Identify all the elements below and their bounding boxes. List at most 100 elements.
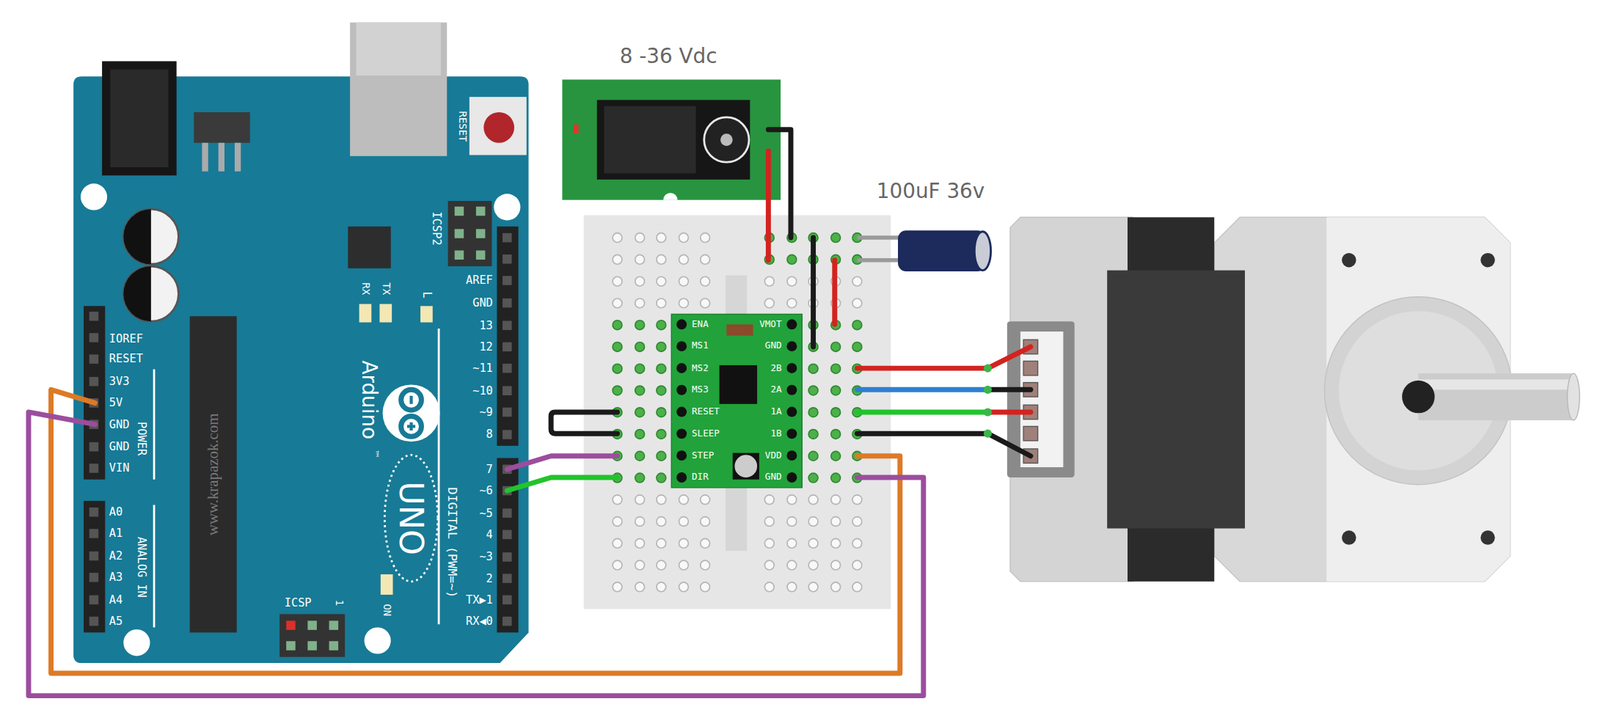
pin-label: ~6	[479, 484, 493, 496]
motor-stator	[1107, 270, 1245, 529]
breadboard-hole	[808, 582, 818, 593]
motor-wire-blue	[856, 387, 988, 393]
breadboard-hole	[635, 385, 645, 396]
power-header	[83, 305, 105, 480]
breadboard-hole	[808, 429, 818, 440]
breadboard-hole	[612, 538, 623, 549]
header-pin	[286, 641, 296, 651]
breadboard-hole	[787, 495, 797, 505]
capacitor-lead	[856, 258, 902, 263]
led-label: L	[421, 291, 433, 298]
header-label: ICSP2	[431, 212, 443, 246]
pin-label: ~5	[479, 507, 493, 519]
header-pin	[307, 641, 317, 651]
pin-label: 7	[486, 463, 493, 475]
motor-mount-hole	[1480, 530, 1495, 545]
icsp2-header	[448, 201, 493, 267]
header-pin	[502, 407, 513, 418]
pin-label: DIR	[691, 473, 709, 483]
driver-pin	[676, 428, 687, 439]
pin-label: 1A	[770, 407, 782, 417]
header-pin	[329, 620, 339, 631]
breadboard-hole	[679, 276, 689, 287]
pin-label: 5V	[109, 397, 123, 409]
l-led	[420, 305, 433, 323]
watermark: www.krapazok.com	[205, 413, 221, 536]
trimmer-knob	[734, 454, 758, 478]
header-pin	[329, 641, 339, 651]
breadboard-hole	[700, 254, 711, 265]
breadboard-hole	[764, 298, 774, 309]
header-pin	[502, 595, 513, 606]
header-pin	[476, 250, 486, 260]
driver-pin	[786, 319, 797, 330]
breadboard-hole	[635, 254, 645, 265]
on-led	[380, 574, 394, 595]
breadboard-hole	[656, 517, 667, 527]
driver-pin	[786, 472, 797, 483]
driver-pin	[676, 385, 687, 396]
breadboard-hole	[679, 582, 689, 593]
digital-header	[496, 458, 518, 634]
breadboard-hole	[808, 538, 818, 549]
driver-pin	[676, 450, 687, 461]
trademark: ™	[369, 449, 380, 460]
driver-pin	[676, 319, 687, 330]
capacitor: 100uF 36v	[897, 230, 986, 272]
silkscreen-line	[153, 505, 156, 628]
breadboard-hole	[831, 407, 841, 418]
driver-pin	[786, 450, 797, 461]
barrel-jack	[597, 99, 751, 180]
capacitor-lead	[856, 235, 902, 240]
breadboard-hole	[612, 254, 623, 265]
breadboard-hole	[635, 363, 645, 374]
pin-label: VMOT	[759, 319, 782, 330]
icsp-header	[279, 614, 345, 657]
pin-label: RESET	[691, 407, 720, 417]
power-board	[561, 79, 781, 200]
logo-ring	[401, 416, 422, 438]
header-pin	[89, 354, 100, 364]
jumper-wire	[51, 389, 901, 674]
header-pins	[89, 206, 513, 651]
pin-label: MS2	[691, 363, 709, 374]
breadboard-hole	[679, 495, 689, 505]
driver-pin	[786, 407, 797, 418]
pin-label: 2A	[770, 385, 782, 395]
header-pin	[502, 320, 513, 331]
breadboard-hole	[787, 298, 797, 309]
capacitor-top	[123, 209, 179, 265]
pin-label: VDD	[765, 451, 783, 461]
breadboard-hole	[700, 517, 711, 527]
driver-pin	[786, 428, 797, 439]
header-pin	[502, 254, 513, 265]
breadboard-hole	[787, 517, 797, 527]
breadboard-hole	[635, 538, 645, 549]
logo-plus	[407, 424, 416, 428]
header-pin	[502, 530, 513, 540]
breadboard-hole	[656, 451, 667, 461]
pin-label: MS1	[691, 341, 709, 352]
pin-label: A3	[109, 572, 123, 584]
breadboard-hole	[656, 429, 667, 440]
breadboard-hole	[852, 342, 862, 353]
motor-mount-hole	[1480, 253, 1495, 268]
breadboard-hole	[852, 298, 862, 309]
breadboard-hole	[831, 363, 841, 374]
breadboard-hole	[635, 451, 645, 461]
breadboard-hole	[852, 320, 862, 331]
breadboard-hole	[656, 276, 667, 287]
breadboard-hole	[612, 233, 623, 243]
breadboard-hole	[852, 517, 862, 527]
breadboard-hole	[612, 320, 623, 331]
pin-label: 2	[486, 572, 493, 584]
breadboard-hole	[831, 429, 841, 440]
breadboard-hole	[808, 473, 818, 483]
silkscreen-line	[153, 369, 156, 480]
breadboard-hole	[656, 582, 667, 593]
motor-shaft-highlight	[1418, 379, 1573, 390]
header-pin	[476, 228, 486, 239]
breadboard-hole	[852, 538, 862, 549]
breadboard-hole	[656, 233, 667, 243]
